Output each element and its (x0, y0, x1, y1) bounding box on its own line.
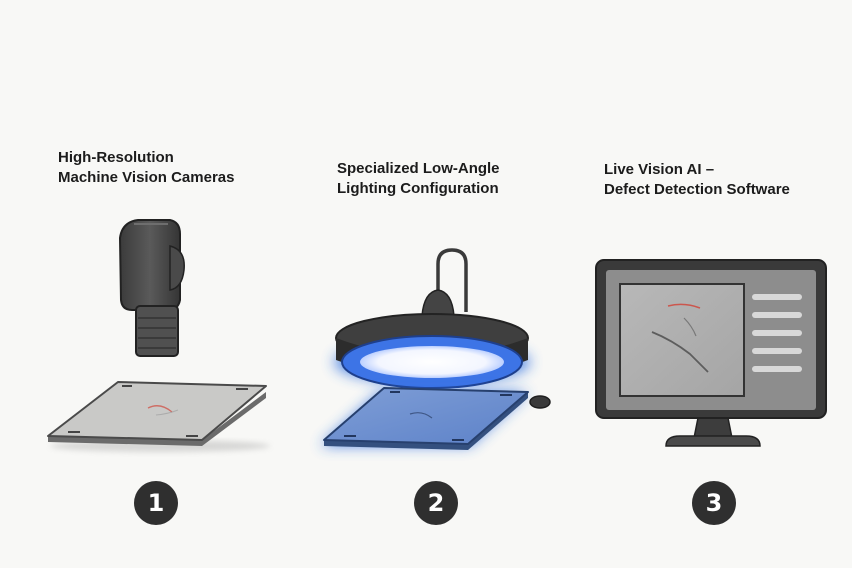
step-1-number-badge: 1 (134, 481, 178, 525)
step-3-title-line-1: Live Vision AI – (604, 161, 715, 178)
step-2-title-line-1: Specialized Low-Angle (337, 160, 500, 177)
step-1-caption: High-Resolution Machine Vision Cameras (58, 148, 234, 188)
step-3-title-line-2: Defect Detection Software (604, 181, 790, 198)
camera-icon (118, 219, 185, 357)
step-3-caption: Live Vision AI – Defect Detection Softwa… (604, 160, 790, 200)
step-2-caption: Specialized Low-Angle Lighting Configura… (337, 159, 500, 199)
step-2-number-badge: 2 (414, 481, 458, 525)
monitor-icon (595, 259, 827, 447)
step-1-title-line-1: High-Resolution (58, 149, 174, 166)
step-3-number-badge: 3 (692, 481, 736, 525)
ring-light-icon (334, 248, 530, 389)
step-2-title-line-2: Lighting Configuration (337, 180, 499, 197)
inspection-plate-1 (47, 381, 270, 452)
inspection-plate-2 (320, 387, 551, 450)
step-1-title-line-2: Machine Vision Cameras (58, 169, 235, 186)
